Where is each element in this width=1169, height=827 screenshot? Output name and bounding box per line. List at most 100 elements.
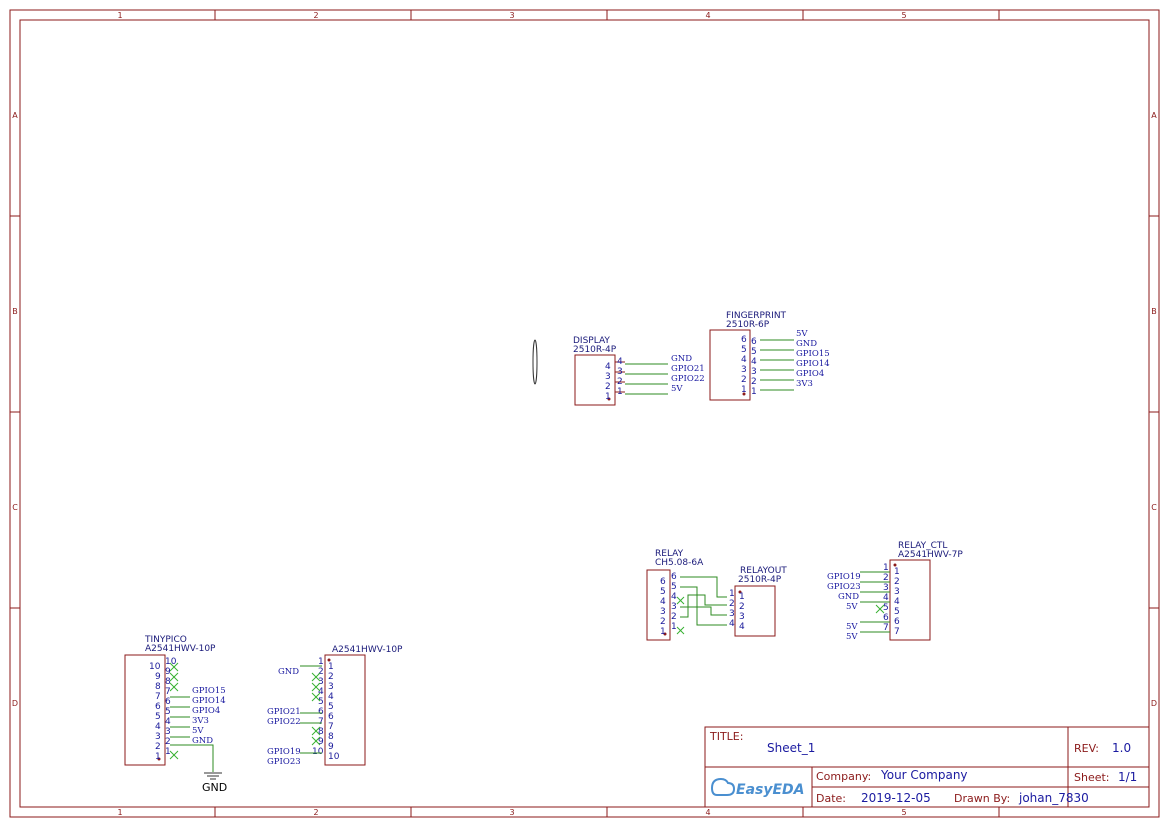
pin-number: 3 xyxy=(729,609,735,619)
display-connector[interactable]: DISPLAY 2510R-4P 4 3 2 1 4 3 2 1 GND GPI… xyxy=(573,336,705,406)
net-label: 3V3 xyxy=(796,379,813,389)
pin-number: 6 xyxy=(671,572,677,582)
pin-number: 6 xyxy=(751,337,757,347)
pin-number: 6 xyxy=(328,712,334,722)
relay-ctl-part: A2541HWV-7P xyxy=(898,550,963,560)
pin-number: 1 xyxy=(751,387,757,397)
relayout-ref: RELAYOUT xyxy=(740,566,787,576)
relayout-connector[interactable]: RELAYOUT 2510R-4P 1 2 3 4 1 2 3 4 xyxy=(729,566,787,637)
net-label: GND xyxy=(278,667,299,677)
row-label: B xyxy=(12,307,18,316)
column-label: 5 xyxy=(901,808,906,817)
pin-number: 8 xyxy=(318,727,324,737)
pin-number: 1 xyxy=(155,752,161,762)
pin-number: 1 xyxy=(328,662,334,672)
net-label: GPIO21 xyxy=(267,707,301,717)
net-label: GPIO19 xyxy=(827,572,861,582)
pin-number: 7 xyxy=(894,627,900,637)
pin-number: 10 xyxy=(328,752,340,762)
sheet-frame xyxy=(9,9,1160,818)
relay-ctl-connector[interactable]: RELAY_CTL A2541HWV-7P 1 2 3 4 5 6 7 1 2 … xyxy=(827,541,963,642)
fingerprint-connector[interactable]: FINGERPRINT 2510R-6P 6 5 4 3 2 1 6 5 4 3… xyxy=(709,311,830,401)
column-label: 2 xyxy=(313,11,318,20)
drawn-by-value: johan_7830 xyxy=(1018,791,1089,805)
net-label: GND xyxy=(192,736,213,746)
pin-number: 6 xyxy=(318,707,324,717)
easyeda-logo: EasyEDA xyxy=(710,777,805,798)
pin-number: 2 xyxy=(617,377,623,387)
net-label: GND xyxy=(838,592,859,602)
pin-number: 7 xyxy=(165,687,171,697)
pin-number: 3 xyxy=(318,677,324,687)
relay-wiring xyxy=(680,576,727,626)
pin-number: 6 xyxy=(741,335,747,345)
display-part: 2510R-4P xyxy=(573,345,617,355)
pin-number: 5 xyxy=(894,607,900,617)
pin-number: 1 xyxy=(605,392,611,402)
net-label: GPIO21 xyxy=(671,364,705,374)
pin-number: 1 xyxy=(660,627,666,637)
pin-number: 5 xyxy=(741,345,747,355)
company-label: Company: xyxy=(816,770,871,783)
net-label: GPIO23 xyxy=(267,757,301,767)
pin-number: 3 xyxy=(155,732,161,742)
title-block: TITLE: Sheet_1 REV: 1.0 Company: Your Co… xyxy=(704,726,1150,808)
row-label: C xyxy=(12,503,18,512)
pin-number: 8 xyxy=(165,677,171,687)
pin-number: 5 xyxy=(165,707,171,717)
pin-number: 2 xyxy=(155,742,161,752)
net-label: GPIO22 xyxy=(671,374,705,384)
pin-number: 6 xyxy=(155,702,161,712)
pin-number: 5 xyxy=(660,587,666,597)
column-label: 4 xyxy=(705,11,710,20)
pin-number: 9 xyxy=(328,742,334,752)
tinypico-part: A2541HWV-10P xyxy=(145,644,216,654)
pin-number: 7 xyxy=(883,623,889,633)
net-label: 5V xyxy=(846,622,858,632)
pin-number: 2 xyxy=(328,672,334,682)
pin-number: 2 xyxy=(729,599,735,609)
relayout-part: 2510R-4P xyxy=(738,575,782,585)
pin-number: 2 xyxy=(894,577,900,587)
row-label: D xyxy=(12,699,18,708)
header10-part: A2541HWV-10P xyxy=(332,645,403,655)
pin-number: 4 xyxy=(729,619,735,629)
net-label: 5V xyxy=(796,329,808,339)
ground-symbol: GND xyxy=(202,772,227,794)
tinypico-connector[interactable]: TINYPICO A2541HWV-10P 10 9 8 7 6 5 4 3 2… xyxy=(124,635,226,772)
pin-number: 3 xyxy=(328,682,334,692)
rev-value: 1.0 xyxy=(1112,741,1131,755)
drawn-by-label: Drawn By: xyxy=(954,792,1010,805)
pin-number: 3 xyxy=(165,727,171,737)
pin-number: 6 xyxy=(883,613,889,623)
pin-number: 3 xyxy=(671,602,677,612)
pin-number: 1 xyxy=(617,387,623,397)
pin-number: 2 xyxy=(660,617,666,627)
pin-number: 4 xyxy=(894,597,900,607)
net-label: GND xyxy=(671,354,692,364)
pin-number: 5 xyxy=(751,347,757,357)
pin-number: 4 xyxy=(155,722,161,732)
pin-number: 4 xyxy=(318,687,324,697)
net-label: GPIO15 xyxy=(192,686,226,696)
net-label: GPIO19 xyxy=(267,747,301,757)
pin-number: 4 xyxy=(671,592,677,602)
pin-number: 3 xyxy=(751,367,757,377)
fingerprint-part: 2510R-6P xyxy=(726,320,770,330)
pin-number: 9 xyxy=(165,667,171,677)
pin-number: 3 xyxy=(739,612,745,622)
date-value: 2019-12-05 xyxy=(861,791,931,805)
company-value: Your Company xyxy=(880,768,968,782)
pin-number: 4 xyxy=(328,692,334,702)
row-label: A xyxy=(1151,111,1157,120)
pin-number: 5 xyxy=(155,712,161,722)
pin-number: 1 xyxy=(671,622,677,632)
pin-number: 8 xyxy=(328,732,334,742)
relay-part: CH5.08-6A xyxy=(655,558,704,568)
pin-number: 2 xyxy=(318,667,324,677)
pin-number: 7 xyxy=(328,722,334,732)
net-label: GPIO14 xyxy=(192,696,226,706)
relay-component[interactable]: RELAY CH5.08-6A 6 5 4 3 2 1 6 5 4 3 2 1 xyxy=(646,549,704,641)
header10-connector[interactable]: A2541HWV-10P 1 2 3 4 5 6 7 8 9 10 1 2 3 … xyxy=(267,645,403,767)
